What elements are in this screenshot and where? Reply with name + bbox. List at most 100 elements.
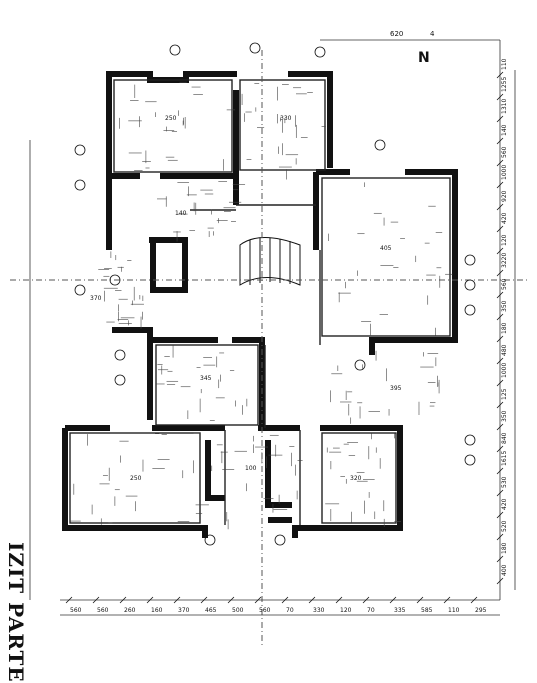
dim-tick: [308, 596, 316, 604]
dim-tick: [496, 335, 504, 343]
dim-tick: [496, 269, 504, 277]
dim-label-right: 3220: [501, 253, 508, 268]
dim-label-bottom: 330: [313, 607, 325, 614]
axis-bubble: [464, 304, 476, 316]
dim-label-right: 840: [501, 432, 508, 444]
dim-label-bottom: 70: [367, 607, 375, 614]
dim-label-bottom: 70: [286, 607, 294, 614]
dim-label-right: 480: [501, 344, 508, 356]
dim-tick: [443, 596, 451, 604]
dim-tick: [496, 247, 504, 255]
dim-label-right: 520: [501, 520, 508, 532]
dim-label-bottom: 560: [97, 607, 109, 614]
dim-label-bottom: 120: [340, 607, 352, 614]
dim-label-right: 400: [501, 564, 508, 576]
dim-tick: [496, 357, 504, 365]
axis-bubble: [109, 274, 121, 286]
dim-label-bottom: 370: [178, 607, 190, 614]
axis-bubble: [274, 534, 286, 546]
axis-bubble: [74, 179, 86, 191]
dim-tick: [496, 137, 504, 145]
room-label: 345: [200, 375, 212, 382]
dim-label-right: 530: [501, 476, 508, 488]
dim-tick: [281, 596, 289, 604]
axis-bubble: [204, 534, 216, 546]
dim-label-bottom: 260: [124, 607, 136, 614]
dim-tick: [496, 423, 504, 431]
dim-tick: [416, 596, 424, 604]
dim-tick: [496, 511, 504, 519]
dim-label-right: 560: [501, 146, 508, 158]
axis-bubble: [464, 434, 476, 446]
floor-plan-drawing: 110 1255 1310 140 560 1000 920 420 120 3220 560 350…: [10, 30, 530, 645]
drawing-title: IZIT PARTE: [4, 542, 28, 683]
dim-tick: [496, 291, 504, 299]
dim-label-bottom: 465: [205, 607, 217, 614]
room-label: 250: [130, 475, 142, 482]
dim-tick: [389, 596, 397, 604]
dim-label-right: 120: [501, 234, 508, 246]
dim-tick: [335, 596, 343, 604]
dim-label-bottom: 295: [475, 607, 487, 614]
room-label: 395: [390, 385, 402, 392]
dim-tick: [200, 596, 208, 604]
dim-tick: [362, 596, 370, 604]
dim-label-bottom: 500: [232, 607, 244, 614]
dim-label-right: 350: [501, 410, 508, 422]
dim-label-right: 420: [501, 212, 508, 224]
axis-bubble: [464, 254, 476, 266]
room-label: 100: [245, 465, 257, 472]
dim-tick: [496, 71, 504, 79]
axis-bubbles: [74, 42, 476, 546]
room-label: 140: [175, 210, 187, 217]
dim-label-bottom: 585: [421, 607, 433, 614]
dim-tick: [496, 401, 504, 409]
dim-label-bottom: 560: [70, 607, 82, 614]
room-label: 370: [90, 295, 102, 302]
dim-label-right: 110: [501, 58, 508, 70]
dim-label-right: 1000: [501, 363, 508, 378]
dim-tick: [496, 93, 504, 101]
dim-tick: [65, 596, 73, 604]
dim-tick: [496, 203, 504, 211]
axis-bubble: [314, 46, 326, 58]
dim-label-right: 125: [501, 388, 508, 400]
axis-bubble: [354, 359, 366, 371]
dim-label-right: 920: [501, 190, 508, 202]
room-label: 405: [380, 245, 392, 252]
room-label: 250: [165, 115, 177, 122]
interior-partitions: [69, 79, 451, 525]
axis-bubble: [74, 284, 86, 296]
dim-tick: [496, 445, 504, 453]
dim-tick: [470, 596, 478, 604]
dim-tick: [496, 467, 504, 475]
axis-bubble: [374, 139, 386, 151]
dim-tick: [254, 596, 262, 604]
floor-plan: 110 1255 1310 140 560 1000 920 420 120 3220 560 350…: [4, 30, 530, 683]
dim-label-right: 1255: [501, 77, 508, 92]
dim-label-right: 180: [501, 542, 508, 554]
axis-bubble: [249, 42, 261, 54]
dim-label-right: 1000: [501, 165, 508, 180]
dim-tick: [119, 596, 127, 604]
dim-label-right: 350: [501, 300, 508, 312]
room-label: 320: [350, 475, 362, 482]
dim-label-top: 620: [390, 30, 403, 38]
dim-label-right: 1310: [501, 99, 508, 114]
dim-tick: [496, 489, 504, 497]
dim-tick: [496, 555, 504, 563]
dim-label-right: 420: [501, 498, 508, 510]
hatching-and-details: [70, 81, 453, 530]
dim-tick: [496, 533, 504, 541]
staircase: [239, 237, 301, 286]
center-axis: [10, 50, 530, 645]
dim-label-right: 180: [501, 322, 508, 334]
dim-tick: [496, 115, 504, 123]
dim-label-right: 140: [501, 124, 508, 136]
right-dimensions: 1101255131014056010009204201203220560350…: [496, 58, 508, 585]
axis-bubble: [464, 279, 476, 291]
dim-label-bottom: 560: [259, 607, 271, 614]
north-marker: N: [418, 50, 430, 66]
